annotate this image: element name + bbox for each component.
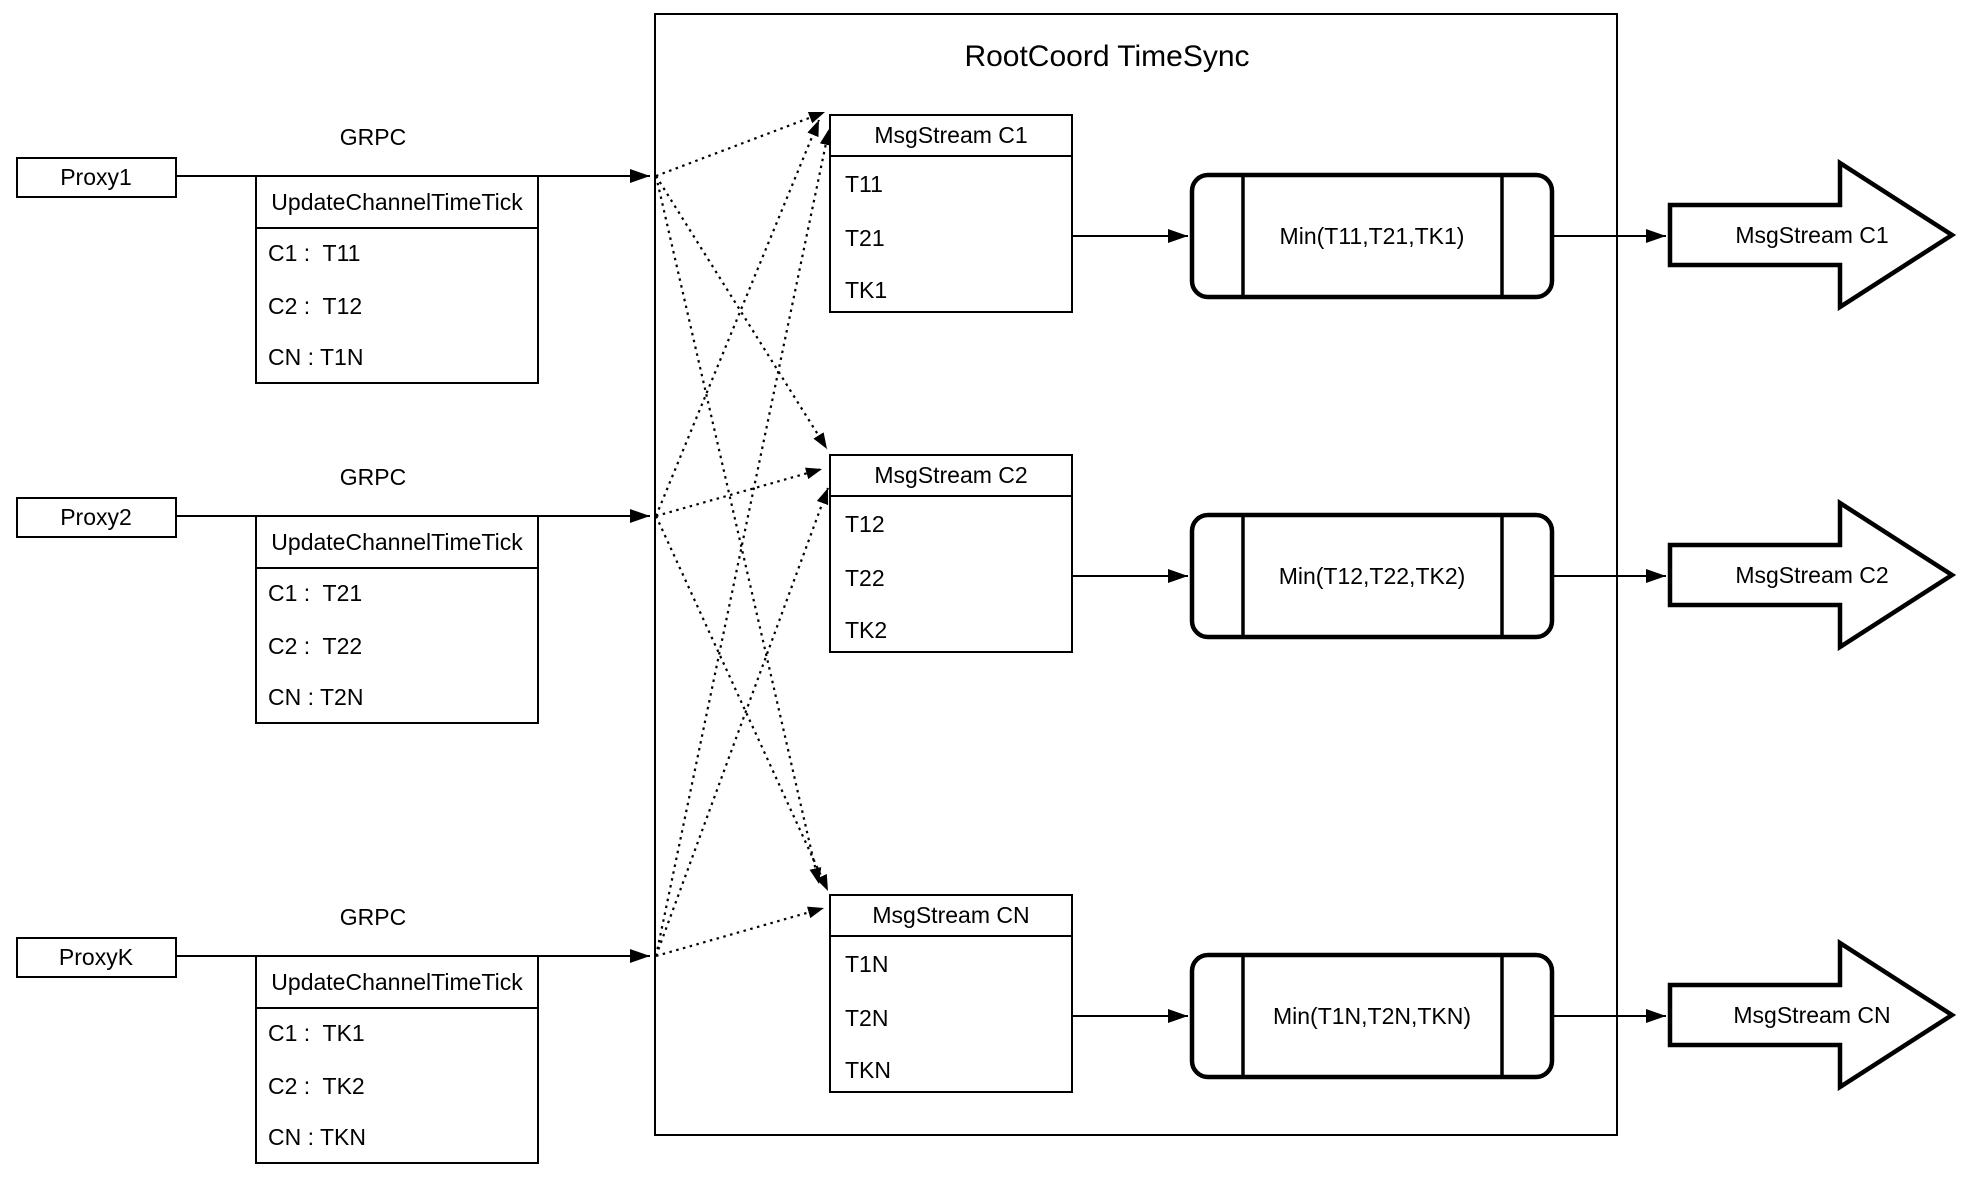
update-channel-timetick-table bbox=[255, 955, 539, 1164]
dotted-link-proxyk-stream2 bbox=[654, 487, 830, 957]
row-proxy2: Proxy2 GRPC UpdateChannelTimeTick C1 : T… bbox=[16, 454, 1957, 724]
rootcoord-timesync-box bbox=[654, 13, 1618, 1136]
msgstream-entry: T22 bbox=[845, 565, 885, 591]
msgstream-entry: TKN bbox=[845, 1057, 891, 1083]
timetick-entry: C2 : T22 bbox=[268, 633, 362, 659]
output-stream-arrow bbox=[1667, 158, 1957, 312]
timetick-entry: C1 : T21 bbox=[268, 580, 362, 606]
update-channel-timetick-header: UpdateChannelTimeTick bbox=[271, 969, 523, 995]
msgstream-entry: TK1 bbox=[845, 277, 887, 303]
timetick-entry: CN : T2N bbox=[268, 684, 363, 710]
update-channel-timetick-table bbox=[255, 515, 539, 724]
timetick-fanout-links bbox=[654, 110, 832, 958]
dotted-link-proxy1-stream2 bbox=[655, 175, 828, 450]
msgstream-entry: TK2 bbox=[845, 617, 887, 643]
dotted-link-proxy1-stream3 bbox=[654, 175, 822, 885]
msgstream-entry: T12 bbox=[845, 511, 885, 537]
proxy-box bbox=[16, 157, 177, 198]
dotted-link-proxyk-stream1 bbox=[654, 128, 832, 957]
proxy-box bbox=[16, 497, 177, 538]
grpc-label: GRPC bbox=[340, 904, 406, 930]
dotted-link-proxy1-stream1 bbox=[655, 110, 826, 178]
msgstream-table-header: MsgStream C2 bbox=[874, 462, 1027, 488]
row-proxy1: Proxy1 GRPC UpdateChannelTimeTick C1 : T… bbox=[16, 114, 1957, 384]
msgstream-table bbox=[829, 454, 1073, 653]
timetick-entry: C1 : T11 bbox=[268, 240, 360, 266]
min-label: Min(T11,T21,TK1) bbox=[1280, 223, 1465, 249]
timetick-entry: CN : T1N bbox=[268, 344, 363, 370]
msgstream-entry: T1N bbox=[845, 951, 888, 977]
dotted-link-proxy2-stream3 bbox=[655, 515, 829, 892]
msgstream-entry: T11 bbox=[845, 171, 883, 197]
grpc-label: GRPC bbox=[340, 124, 406, 150]
msgstream-entry: T21 bbox=[845, 225, 885, 251]
proxy-label: ProxyK bbox=[59, 944, 134, 970]
msgstream-table-header: MsgStream C1 bbox=[874, 122, 1027, 148]
rootcoord-timesync-title: RootCoord TimeSync bbox=[964, 40, 1249, 73]
grpc-label: GRPC bbox=[340, 464, 406, 490]
output-stream-label: MsgStream C1 bbox=[1735, 222, 1888, 248]
row-proxyk: ProxyK GRPC UpdateChannelTimeTick C1 : T… bbox=[16, 894, 1957, 1164]
timetick-entry: C2 : T12 bbox=[268, 293, 362, 319]
msgstream-table bbox=[829, 114, 1073, 313]
update-channel-timetick-table bbox=[255, 175, 539, 384]
output-stream-label: MsgStream CN bbox=[1733, 1002, 1890, 1028]
min-label: Min(T1N,T2N,TKN) bbox=[1273, 1003, 1471, 1029]
output-stream-arrow bbox=[1667, 938, 1957, 1092]
dotted-link-proxyk-stream3 bbox=[655, 906, 825, 958]
output-stream-arrow bbox=[1667, 498, 1957, 652]
min-label: Min(T12,T22,TK2) bbox=[1279, 563, 1466, 589]
update-channel-timetick-header: UpdateChannelTimeTick bbox=[271, 529, 523, 555]
dotted-link-proxy2-stream1 bbox=[654, 119, 821, 517]
dotted-link-proxy2-stream2 bbox=[655, 467, 823, 518]
proxy-label: Proxy2 bbox=[60, 504, 132, 530]
timetick-entry: C1 : TK1 bbox=[268, 1020, 365, 1046]
output-stream-label: MsgStream C2 bbox=[1735, 562, 1888, 588]
timetick-entry: C2 : TK2 bbox=[268, 1073, 365, 1099]
proxy-box bbox=[16, 937, 177, 978]
update-channel-timetick-header: UpdateChannelTimeTick bbox=[271, 189, 523, 215]
proxy-label: Proxy1 bbox=[60, 164, 132, 190]
msgstream-table bbox=[829, 894, 1073, 1093]
timetick-entry: CN : TKN bbox=[268, 1124, 366, 1150]
msgstream-entry: T2N bbox=[845, 1005, 888, 1031]
msgstream-table-header: MsgStream CN bbox=[872, 902, 1029, 928]
